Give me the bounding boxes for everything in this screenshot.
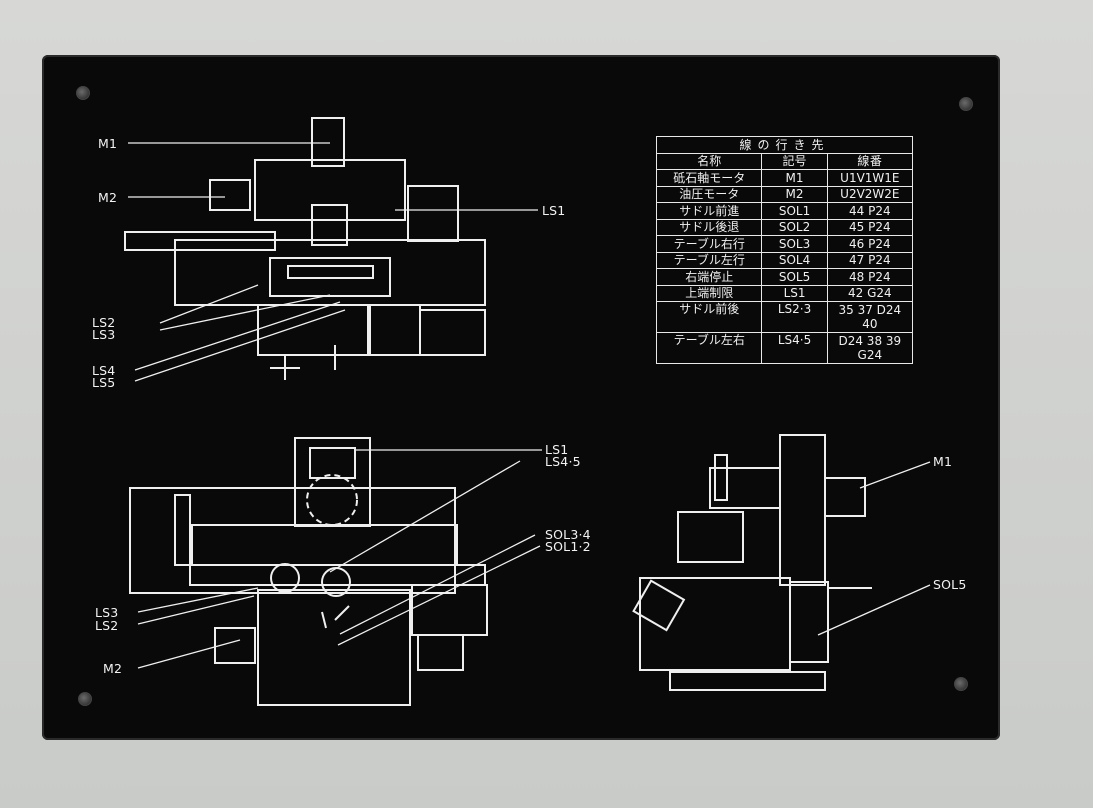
table-row: テーブル左右 LS4·5 D24 38 39 G24 <box>655 332 914 364</box>
table-row: テーブル左行 SOL4 47 P24 <box>655 251 914 269</box>
row-name: サドル後退 <box>655 218 763 236</box>
row-wire: 48 P24 <box>826 268 914 286</box>
label-top-ls2: LS2 <box>92 315 116 330</box>
row-wire: D24 38 39 G24 <box>826 332 914 364</box>
wiring-destination-table: 線の行き先 名称 記号 線番 砥石軸モータ M1 U1V1W1E 油圧モータ M… <box>655 136 914 364</box>
row-symbol: SOL2 <box>761 218 828 236</box>
table-row: サドル後退 SOL2 45 P24 <box>655 218 914 236</box>
header-wire-number: 線番 <box>826 152 914 170</box>
label-front-m2: M2 <box>103 661 123 676</box>
table-row: 油圧モータ M2 U2V2W2E <box>655 185 914 203</box>
row-wire: 46 P24 <box>826 235 914 253</box>
screw-bottom-right <box>954 677 968 691</box>
label-top-ls5: LS5 <box>92 375 116 390</box>
table-row: 上端制限 LS1 42 G24 <box>655 284 914 302</box>
row-wire: U1V1W1E <box>826 169 914 187</box>
label-side-m1: M1 <box>933 454 953 469</box>
row-name: 上端制限 <box>655 284 763 302</box>
header-name: 名称 <box>655 152 763 170</box>
screw-top-left <box>76 86 90 100</box>
header-symbol: 記号 <box>761 152 828 170</box>
row-name: テーブル右行 <box>655 235 763 253</box>
row-name: テーブル左行 <box>655 251 763 269</box>
table-row: 右端停止 SOL5 48 P24 <box>655 268 914 286</box>
row-name: サドル前進 <box>655 202 763 220</box>
screw-top-right <box>959 97 973 111</box>
label-top-ls3: LS3 <box>92 327 116 342</box>
label-top-ls4: LS4 <box>92 363 116 378</box>
row-symbol: SOL4 <box>761 251 828 269</box>
row-wire: 47 P24 <box>826 251 914 269</box>
row-symbol: M1 <box>761 169 828 187</box>
table-row: 砥石軸モータ M1 U1V1W1E <box>655 169 914 187</box>
screw-bottom-left <box>78 692 92 706</box>
label-front-sol34: SOL3·4 <box>545 527 591 542</box>
front-view-drawing <box>129 437 488 706</box>
row-name: サドル前後 <box>655 301 763 333</box>
row-symbol: M2 <box>761 185 828 203</box>
label-front-ls45: LS4·5 <box>545 454 581 469</box>
row-symbol: LS2·3 <box>761 301 828 333</box>
label-front-ls3: LS3 <box>95 605 119 620</box>
label-front-ls1: LS1 <box>545 442 569 457</box>
row-name: 砥石軸モータ <box>655 169 763 187</box>
row-symbol: SOL5 <box>761 268 828 286</box>
side-view-leaders <box>817 461 931 636</box>
label-side-sol5: SOL5 <box>933 577 967 592</box>
row-wire: 42 G24 <box>826 284 914 302</box>
row-name: 右端停止 <box>655 268 763 286</box>
table-title: 線の行き先 <box>656 136 913 154</box>
row-symbol: SOL1 <box>761 202 828 220</box>
label-top-m2: M2 <box>98 190 118 205</box>
label-top-m1: M1 <box>98 136 118 151</box>
row-symbol: SOL3 <box>761 235 828 253</box>
row-name: テーブル左右 <box>655 332 763 364</box>
label-top-ls1: LS1 <box>542 203 566 218</box>
row-symbol: LS4·5 <box>761 332 828 364</box>
row-symbol: LS1 <box>761 284 828 302</box>
row-name: 油圧モータ <box>655 185 763 203</box>
top-view-drawing <box>124 117 486 380</box>
row-wire: 44 P24 <box>826 202 914 220</box>
row-wire: 35 37 D24 40 <box>826 301 914 333</box>
label-front-sol12: SOL1·2 <box>545 539 591 554</box>
table-row: サドル前進 SOL1 44 P24 <box>655 202 914 220</box>
side-view-drawing <box>632 434 872 691</box>
front-view-leaders <box>137 449 542 669</box>
table-row: テーブル右行 SOL3 46 P24 <box>655 235 914 253</box>
row-wire: 45 P24 <box>826 218 914 236</box>
top-view-leaders <box>128 142 538 382</box>
row-wire: U2V2W2E <box>826 185 914 203</box>
table-row: サドル前後 LS2·3 35 37 D24 40 <box>655 301 914 333</box>
label-front-ls2: LS2 <box>95 618 119 633</box>
